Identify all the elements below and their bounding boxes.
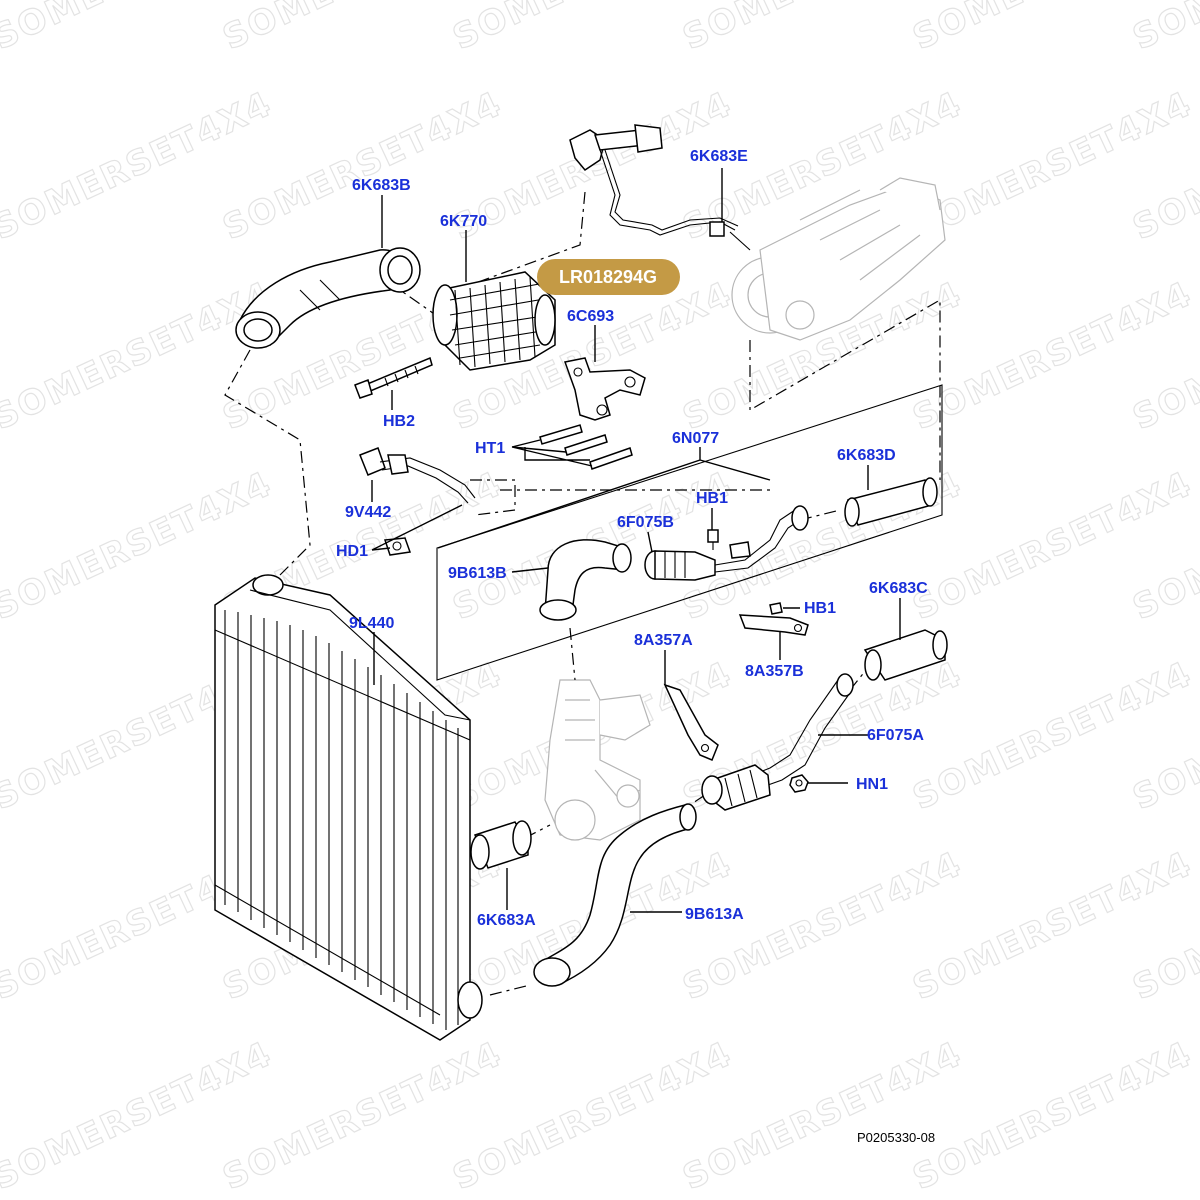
callout-8a357b: 8A357B bbox=[745, 663, 804, 680]
callout-6k683e: 6K683E bbox=[690, 148, 748, 165]
callout-6k683b: 6K683B bbox=[352, 177, 411, 194]
figure-reference: P0205330-08 bbox=[857, 1130, 935, 1145]
callout-9v442: 9V442 bbox=[345, 504, 391, 521]
bolt-hb2 bbox=[354, 356, 433, 399]
callout-6n077: 6N077 bbox=[672, 430, 719, 447]
intercooler-9l440 bbox=[214, 574, 483, 1041]
callout-9b613b: 9B613B bbox=[448, 565, 507, 582]
egr-valve-context bbox=[544, 679, 651, 841]
nut-hn1 bbox=[789, 774, 809, 793]
hose-9v442 bbox=[359, 447, 476, 504]
callout-6c693: 6C693 bbox=[567, 308, 614, 325]
callout-hb1-lower: HB1 bbox=[804, 600, 836, 617]
hose-6k683a bbox=[470, 820, 532, 870]
bolts-ht1 bbox=[539, 424, 633, 470]
turbocharger-context bbox=[731, 177, 946, 341]
hose-6k683c bbox=[863, 629, 948, 681]
callout-hb2: HB2 bbox=[383, 413, 415, 430]
callout-9l440: 9L440 bbox=[349, 615, 394, 632]
callout-6f075b: 6F075B bbox=[617, 514, 674, 531]
bracket-8a357b bbox=[738, 614, 809, 636]
hose-6k683b bbox=[235, 247, 421, 349]
callout-ht1: HT1 bbox=[475, 440, 505, 457]
group-outline bbox=[436, 384, 943, 681]
callout-8a357a: 8A357A bbox=[634, 632, 693, 649]
bracket-6c693 bbox=[564, 357, 646, 421]
callout-6k683c: 6K683C bbox=[869, 580, 928, 597]
screw-hb1-upper bbox=[707, 529, 719, 550]
leader-lines bbox=[371, 168, 901, 913]
callout-labels: 6K683B 6K770 6K683E 6C693 HB2 HT1 6N077 … bbox=[336, 148, 928, 929]
part-number-badge[interactable]: LR018294G bbox=[537, 259, 680, 295]
tank-6k770 bbox=[432, 271, 556, 371]
hose-9b613b bbox=[539, 539, 632, 621]
callout-6k770: 6K770 bbox=[440, 213, 487, 230]
bracket-8a357a bbox=[663, 683, 719, 761]
callout-hd1: HD1 bbox=[336, 543, 368, 560]
callout-6k683a: 6K683A bbox=[477, 912, 536, 929]
hose-9b613a bbox=[533, 803, 697, 987]
hose-6k683d bbox=[844, 477, 938, 527]
pipe-6f075a bbox=[701, 673, 854, 811]
callout-6k683d: 6K683D bbox=[837, 447, 896, 464]
callout-hb1-upper: HB1 bbox=[696, 490, 728, 507]
highlight-part-number: LR018294G bbox=[559, 267, 657, 287]
clip-hd1 bbox=[383, 537, 412, 556]
pipe-6f075b bbox=[644, 505, 809, 581]
callout-9b613a: 9B613A bbox=[685, 906, 744, 923]
callout-hn1: HN1 bbox=[856, 776, 888, 793]
screw-hb1-lower bbox=[769, 602, 783, 615]
watermark: SOMERSET4X4 bbox=[1127, 0, 1200, 58]
callout-6f075a: 6F075A bbox=[867, 727, 924, 744]
pipe-6k683e bbox=[569, 124, 751, 251]
